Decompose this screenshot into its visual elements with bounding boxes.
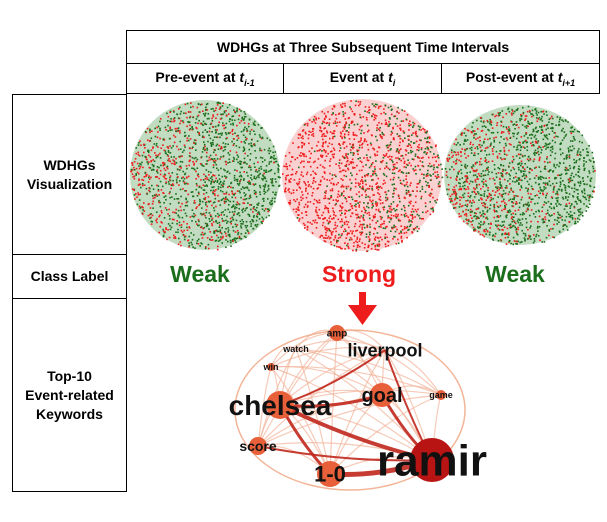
column-header-label: Event at ti — [329, 69, 396, 88]
row-label-keywords: Top-10 Event-related Keywords — [12, 298, 127, 492]
keyword-node — [266, 391, 294, 419]
keyword-label: 1-0 — [314, 462, 346, 487]
keyword-label: ramir — [377, 436, 487, 485]
keyword-label: amp — [327, 329, 348, 340]
row-label-class: Class Label — [12, 254, 127, 299]
keyword-label: game — [429, 390, 453, 400]
keyword-node — [317, 461, 343, 487]
title-cell: WDHGs at Three Subsequent Time Intervals — [126, 30, 600, 64]
class-label-event: Strong — [321, 261, 397, 287]
keyword-node — [370, 383, 394, 407]
column-header-post-event: Post-event at ti+1 — [441, 63, 600, 94]
column-header-label: Post-event at ti+1 — [465, 69, 576, 88]
wdhg-post-event — [444, 105, 596, 246]
row-label-visualization: WDHGs Visualization — [12, 94, 127, 255]
keyword-label: liverpool — [347, 340, 422, 360]
keyword-node — [410, 438, 454, 482]
keyword-label: win — [263, 362, 279, 372]
wdhg-pre-event — [130, 100, 281, 251]
keyword-label: chelsea — [229, 390, 332, 421]
column-header-pre-event: Pre-event at ti-1 — [126, 63, 284, 94]
class-label-post-event: Weak — [485, 261, 545, 287]
keyword-nodes — [249, 325, 454, 487]
keyword-node — [329, 325, 345, 341]
column-header-event: Event at ti — [283, 63, 442, 94]
wdhg-event — [282, 99, 444, 253]
keyword-label: goal — [361, 385, 402, 407]
keyword-label: score — [239, 438, 277, 454]
class-label-pre-event: Weak — [170, 261, 230, 287]
keyword-label: watch — [282, 344, 309, 354]
keyword-node — [436, 390, 446, 400]
table-title: WDHGs at Three Subsequent Time Intervals — [216, 39, 510, 55]
keyword-node — [249, 437, 267, 455]
keyword-node — [267, 363, 275, 371]
column-header-label: Pre-event at ti-1 — [155, 69, 255, 88]
